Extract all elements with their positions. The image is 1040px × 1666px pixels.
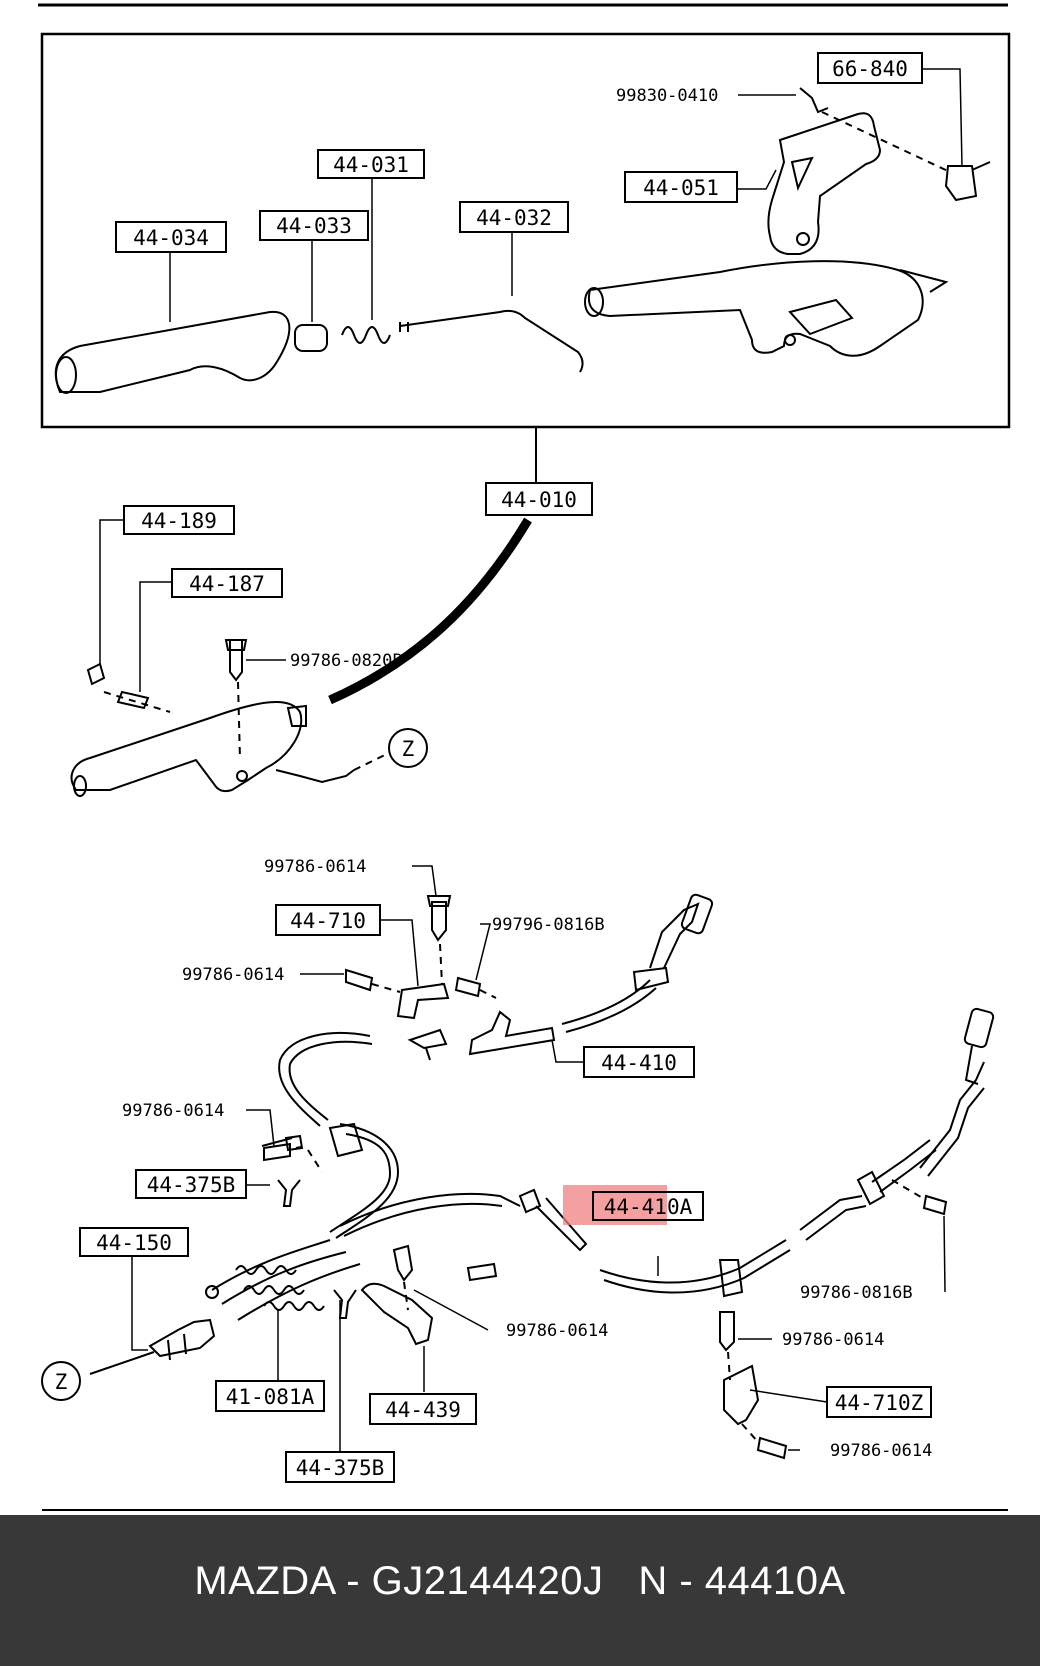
svg-text:41-081A: 41-081A: [226, 1385, 315, 1409]
lever-assembly-parts: [70, 517, 532, 797]
label-99786-0614-mid: 99786-0614: [122, 1101, 224, 1121]
cable-bracket-710-drawing: [396, 982, 450, 1020]
svg-text:44-410A: 44-410A: [604, 1195, 693, 1219]
label-box-44-375B-upper: 44-375B: [135, 1169, 247, 1199]
label-box-44-710Z: 44-710Z: [826, 1386, 932, 1418]
label-99786-0614-center: 99786-0614: [506, 1321, 608, 1341]
label-box-44-033: 44-033: [259, 210, 369, 241]
lever-grip-drawing: [54, 310, 291, 393]
label-99786-0614-right-upper: 99786-0614: [782, 1330, 884, 1350]
cable-bracket-710z-drawing: [723, 1364, 760, 1426]
label-box-66-840: 66-840: [817, 52, 923, 84]
zone-marker-top-label: Z: [402, 737, 415, 761]
svg-text:66-840: 66-840: [832, 57, 908, 81]
label-box-44-031: 44-031: [317, 149, 425, 179]
footer-bar: MAZDA - GJ2144420J N - 44410A: [0, 1515, 1040, 1666]
svg-text:44-439: 44-439: [385, 1398, 461, 1422]
label-box-41-081A: 41-081A: [215, 1380, 325, 1412]
svg-text:44-033: 44-033: [276, 214, 352, 238]
parking-lever-drawing: [588, 260, 924, 357]
svg-text:44-034: 44-034: [133, 226, 209, 250]
label-box-44-032: 44-032: [459, 201, 569, 233]
label-box-44-051: 44-051: [624, 171, 738, 203]
label-99786-0614-left: 99786-0614: [182, 965, 284, 985]
spring-drawing: [341, 326, 391, 344]
label-box-44-150: 44-150: [79, 1227, 189, 1257]
release-rod-drawing: [399, 309, 584, 373]
svg-text:44-375B: 44-375B: [147, 1173, 236, 1197]
sleeve-drawing: [294, 324, 328, 352]
left-rear-cable-drawing: [339, 1192, 521, 1227]
right-rear-cable-drawing: [407, 1028, 448, 1050]
label-box-44-187: 44-187: [171, 568, 283, 598]
svg-text:44-710Z: 44-710Z: [835, 1391, 924, 1415]
svg-text:44-375B: 44-375B: [296, 1456, 385, 1480]
label-box-44-010: 44-010: [485, 482, 593, 516]
zone-marker-bottom: [41, 1361, 81, 1401]
svg-text:44-710: 44-710: [290, 909, 366, 933]
zone-marker-top: [388, 728, 428, 768]
label-box-44-034: 44-034: [115, 221, 227, 253]
plain-labels: 99830-0410 99786-0820B 99786-0614 99796-…: [122, 86, 932, 1461]
bracket-drawing: [767, 112, 882, 255]
label-99786-0816B-right: 99786-0816B: [800, 1283, 913, 1303]
svg-text:44-010: 44-010: [501, 488, 577, 512]
label-box-44-375B-lower: 44-375B: [285, 1451, 395, 1483]
footer-caption: MAZDA - GJ2144420J N - 44410A: [194, 1559, 846, 1603]
svg-text:44-189: 44-189: [141, 509, 217, 533]
leader-lines: [99, 68, 963, 1452]
label-box-44-410A: 44-410A: [592, 1191, 704, 1221]
zone-marker-bottom-label: Z: [55, 1370, 68, 1394]
cable-clip-drawing: [944, 165, 978, 202]
rear-cable-parts: [89, 893, 995, 1460]
upper-inset-frame: [40, 32, 1011, 429]
svg-text:44-410: 44-410: [601, 1051, 677, 1075]
label-box-44-710: 44-710: [275, 904, 381, 936]
svg-text:44-031: 44-031: [333, 153, 409, 177]
label-99786-0614-top: 99786-0614: [264, 857, 366, 877]
label-99786-0820B: 99786-0820B: [290, 651, 403, 671]
label-box-44-189: 44-189: [123, 505, 235, 535]
svg-text:44-051: 44-051: [643, 176, 719, 200]
svg-text:44-150: 44-150: [96, 1231, 172, 1255]
label-99786-0614-right-lower: 99786-0614: [830, 1441, 932, 1461]
label-box-44-439: 44-439: [369, 1393, 477, 1425]
boxed-labels: 66-840 44-051 44-031 44-033 44-034 44-03…: [79, 52, 932, 1483]
front-cable-drawing: [328, 517, 532, 705]
parts-diagram: Z: [38, 3, 1011, 1511]
label-99796-0816B: 99796-0816B: [492, 915, 605, 935]
svg-text:44-187: 44-187: [189, 572, 265, 596]
upper-inset-parts: [54, 87, 991, 394]
label-box-44-410: 44-410: [583, 1046, 695, 1078]
label-99830-0410: 99830-0410: [616, 86, 718, 106]
lower-lever-drawing: [70, 701, 303, 793]
svg-text:44-032: 44-032: [476, 206, 552, 230]
